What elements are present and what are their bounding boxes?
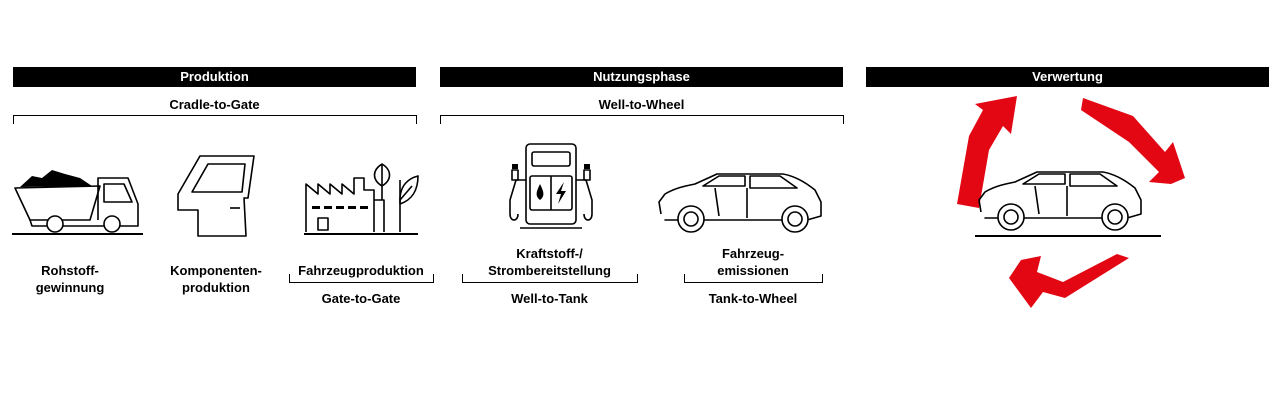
dump-truck-icon [10,160,145,238]
step-label-line: produktion [182,280,250,295]
recycling-arrow-bottom [1009,254,1129,308]
car-icon [975,170,1165,240]
step-label-line: Kraftstoff-/ [516,246,583,261]
step-label-line: Strombereitstellung [488,263,611,278]
phase-bar-nutzungsphase: Nutzungsphase [440,67,843,87]
scope-label-gate-to-gate: Gate-to-Gate [321,291,401,306]
car-icon [655,172,827,238]
recycling-arrow-right-down [1081,98,1185,184]
scope-label-cradle-to-gate: Cradle-to-Gate [169,97,260,112]
phase-bar-produktion: Produktion [13,67,416,87]
bracket-cradle-to-gate [13,115,417,124]
phase-label: Produktion [180,69,249,84]
step-label-line: Fahrzeug- [721,246,785,261]
fuel-charging-station-icon [500,140,604,238]
step-label-emissionen: Fahrzeug- emissionen [684,245,822,279]
phase-bar-verwertung: Verwertung [866,67,1269,87]
step-label-komponenten: Komponenten- produktion [156,262,276,296]
car-door-icon [170,152,255,238]
scope-label-well-to-tank: Well-to-Tank [511,291,588,306]
step-label-fahrzeugproduktion: Fahrzeugproduktion [289,262,433,279]
bracket-gate-to-gate [289,274,434,283]
phase-label: Nutzungsphase [593,69,690,84]
bracket-well-to-tank [462,274,638,283]
step-label-line: Rohstoff- [41,263,99,278]
recycling-arrow-left-up [957,96,1017,208]
phase-label: Verwertung [1032,69,1103,84]
bracket-well-to-wheel [440,115,844,124]
bracket-tank-to-wheel [684,274,823,283]
step-label-kraftstoff: Kraftstoff-/ Strombereitstellung [462,245,637,279]
step-label-line: Fahrzeugproduktion [298,263,424,278]
step-label-line: emissionen [717,263,789,278]
step-label-line: gewinnung [35,280,105,295]
step-label-rohstoff: Rohstoff- gewinnung [20,262,120,296]
step-label-line: Komponenten- [170,263,262,278]
scope-label-well-to-wheel: Well-to-Wheel [598,97,685,112]
recycling-arrows-icon [945,92,1190,312]
factory-icon [302,160,420,238]
scope-label-tank-to-wheel: Tank-to-Wheel [708,291,798,306]
